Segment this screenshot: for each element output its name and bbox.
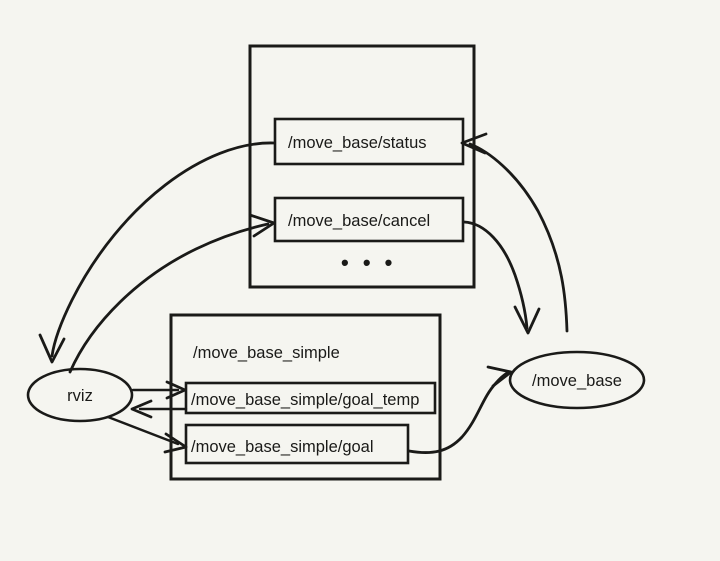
node-rviz[interactable]: [26, 367, 134, 423]
edge-rviz-to-goal-temp: [131, 380, 187, 400]
topic-label-move-base-status: /move_base/status: [288, 134, 427, 152]
topic-box-move-base-status[interactable]: [273, 117, 465, 166]
topic-box-move-base-cancel[interactable]: [273, 196, 465, 243]
ellipsis-more-topics: • • •: [341, 250, 396, 275]
node-label-rviz: rviz: [67, 387, 93, 405]
node-move-base[interactable]: [508, 350, 646, 410]
edge-cancel-to-move-base: [462, 220, 541, 335]
edge-goal-temp-to-rviz: [130, 399, 188, 419]
edge-rviz-to-goal: [106, 415, 188, 454]
group-label-move-base-simple: /move_base_simple: [193, 344, 340, 362]
edge-goal-to-move-base: [407, 365, 513, 455]
node-label-move-base: /move_base: [532, 372, 622, 390]
topic-label-goal: /move_base_simple/goal: [191, 438, 374, 456]
edge-move-base-to-status: [460, 132, 569, 333]
group-box-move-base: [248, 44, 476, 289]
edge-rviz-to-cancel: [68, 213, 276, 374]
edge-status-to-rviz: [38, 141, 276, 364]
topic-label-move-base-cancel: /move_base/cancel: [288, 212, 430, 230]
topic-box-goal-temp[interactable]: [184, 381, 437, 415]
topic-box-goal[interactable]: [184, 423, 410, 465]
topic-label-goal-temp: /move_base_simple/goal_temp: [191, 391, 419, 409]
